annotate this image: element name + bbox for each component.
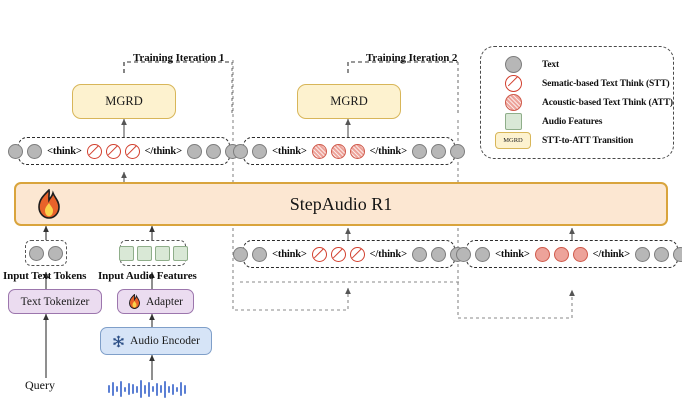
text-token [252, 246, 268, 262]
legend-row-text: Text [495, 55, 661, 74]
text-tokenizer-box[interactable]: Text Tokenizer [8, 289, 102, 314]
stt-token [349, 246, 365, 262]
mgrd-box-iteration-1[interactable]: MGRD [72, 84, 176, 119]
input-text-tokens-caption: Input Text Tokens [3, 270, 87, 282]
att-token [330, 143, 346, 159]
text-token [252, 143, 268, 159]
input-text-tokens-box[interactable] [25, 240, 67, 266]
text-token [430, 246, 446, 262]
mgrd-label: MGRD [330, 94, 368, 108]
waveform-icon [108, 378, 186, 400]
stt-token-icon [495, 75, 531, 92]
text-token [205, 143, 221, 159]
mgrd-label: MGRD [105, 94, 143, 108]
legend-label: Text [542, 59, 559, 70]
audio-feature-token [136, 245, 152, 261]
text-token [233, 143, 249, 159]
think-close-tag: </think> [592, 248, 630, 260]
legend-row-audio: Audio Features [495, 112, 661, 131]
snowflake-icon [112, 335, 125, 348]
stt-token [311, 246, 327, 262]
stt-token [105, 143, 121, 159]
mgrd-box-iteration-2[interactable]: MGRD [297, 84, 401, 119]
model-bar-label: StepAudio R1 [289, 193, 393, 214]
stepaudio-model-bar[interactable]: StepAudio R1 [14, 182, 668, 226]
att-token [553, 246, 569, 262]
flame-icon [128, 294, 141, 309]
input-audio-features-caption: Input Audio Features [98, 270, 197, 282]
text-token [29, 245, 44, 261]
legend-label: Sematic-based Text Think (STT) [542, 78, 670, 89]
att-token-icon [495, 94, 531, 111]
token-sequence-bottom-iteration-2[interactable]: <think> </think> [456, 240, 682, 268]
legend-label: STT-to-ATT Transition [542, 135, 634, 146]
legend-mgrd-box-label: MGRD [495, 132, 531, 149]
query-label: Query [25, 378, 55, 392]
legend-row-mgrd: MGRD STT-to-ATT Transition [495, 131, 661, 150]
text-tokenizer-label: Text Tokenizer [20, 295, 90, 308]
legend-row-stt: Sematic-based Text Think (STT) [495, 74, 670, 93]
legend-row-att: Acoustic-based Text Think (ATT) [495, 93, 673, 112]
stt-token [124, 143, 140, 159]
mgrd-icon: MGRD [495, 132, 531, 149]
audio-feature-token [118, 245, 134, 261]
training-iteration-2-label: Training Iteration 2 [366, 52, 458, 64]
legend-panel: Text Sematic-based Text Think (STT) Acou… [480, 46, 674, 159]
token-sequence-top-iteration-2[interactable]: <think> </think> [233, 137, 465, 165]
stt-token [86, 143, 102, 159]
input-audio-features-box[interactable] [118, 240, 188, 266]
text-token [672, 246, 682, 262]
audio-encoder-box[interactable]: Audio Encoder [100, 327, 212, 355]
att-token [349, 143, 365, 159]
att-token [311, 143, 327, 159]
text-token [475, 246, 491, 262]
audio-feature-icon [495, 113, 531, 130]
text-token [634, 246, 650, 262]
text-token [449, 143, 465, 159]
text-token [411, 246, 427, 262]
think-close-tag: </think> [144, 145, 182, 157]
text-token [48, 245, 63, 261]
token-sequence-top-iteration-1[interactable]: <think> </think> [8, 137, 240, 165]
training-iteration-1-label: Training Iteration 1 [133, 52, 225, 64]
flame-icon [36, 188, 62, 224]
text-token [27, 143, 43, 159]
audio-encoder-label: Audio Encoder [130, 335, 200, 347]
think-open-tag: <think> [47, 145, 82, 157]
text-token [653, 246, 669, 262]
think-open-tag: <think> [495, 248, 530, 260]
think-open-tag: <think> [272, 248, 307, 260]
att-token [572, 246, 588, 262]
legend-label: Audio Features [542, 116, 603, 127]
think-close-tag: </think> [369, 248, 407, 260]
token-sequence-bottom-iteration-1[interactable]: <think> </think> [233, 240, 465, 268]
think-open-tag: <think> [272, 145, 307, 157]
text-token [430, 143, 446, 159]
text-token [233, 246, 249, 262]
adapter-box[interactable]: Adapter [117, 289, 194, 314]
text-token [411, 143, 427, 159]
text-token [186, 143, 202, 159]
stt-token [330, 246, 346, 262]
audio-feature-token [154, 245, 170, 261]
think-close-tag: </think> [369, 145, 407, 157]
adapter-label: Adapter [145, 295, 184, 308]
text-token [456, 246, 472, 262]
att-token [534, 246, 550, 262]
text-token-icon [495, 56, 531, 73]
legend-label: Acoustic-based Text Think (ATT) [542, 97, 673, 108]
audio-feature-token [172, 245, 188, 261]
text-token [8, 143, 24, 159]
